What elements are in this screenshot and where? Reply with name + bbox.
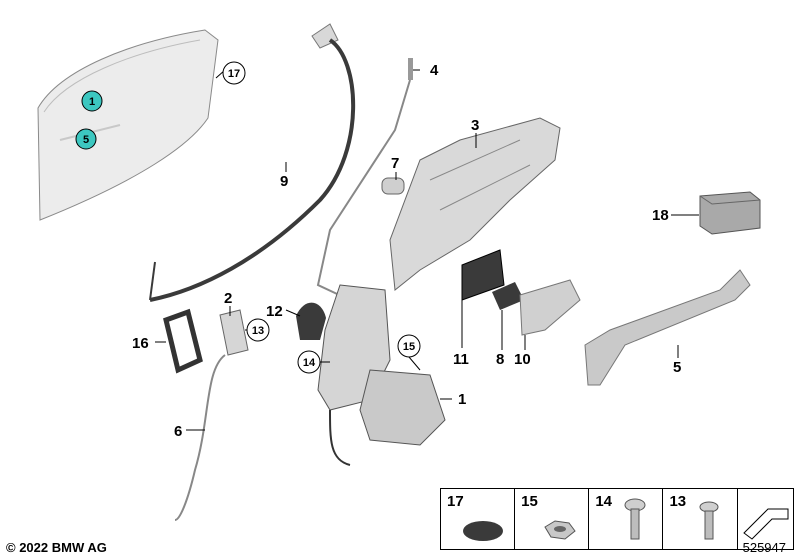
- part-4-rod: [316, 58, 413, 301]
- part-10-trim-cover: [519, 279, 581, 336]
- door-marker-1: [81, 90, 103, 112]
- part-5-door-handle: [584, 269, 751, 386]
- door-marker-5: [75, 128, 97, 150]
- image-number: 525947: [742, 540, 786, 555]
- part-2-bracket: [219, 309, 249, 356]
- door-panel: 1 5: [37, 29, 219, 221]
- callout-9: 9: [280, 173, 288, 190]
- callout-5: 5: [673, 359, 681, 376]
- part-8-cap: [492, 282, 524, 310]
- part-7-lock-cylinder: [381, 177, 405, 195]
- nut-icon: [544, 520, 576, 540]
- callout-13: 13: [252, 325, 264, 337]
- callout-1: 1: [458, 391, 466, 408]
- part-12-clip: [296, 302, 326, 340]
- callout-18: 18: [652, 207, 669, 224]
- legend-cell-15: 15: [515, 489, 590, 549]
- callout-3: 3: [471, 117, 479, 134]
- hardware-legend-strip: 17 15 14 13: [440, 488, 794, 550]
- legend-cell-14: 14: [589, 489, 664, 549]
- legend-label-14: 14: [595, 493, 612, 510]
- legend-label-13: 13: [669, 493, 687, 510]
- part-3-handle-carrier: [389, 117, 561, 291]
- arrow-corner-icon: [742, 508, 789, 540]
- callout-12: 12: [266, 303, 283, 320]
- plug-icon: [463, 521, 503, 541]
- screw-icon: [699, 501, 719, 540]
- callout-4: 4: [430, 62, 439, 79]
- callout-6: 6: [174, 423, 182, 440]
- door-marker-1-label: 1: [89, 96, 95, 108]
- part-9-cable: [149, 23, 356, 302]
- legend-cell-17: 17: [441, 489, 516, 549]
- torx-screw-icon: [624, 498, 646, 540]
- copyright-text: © 2022 BMW AG: [6, 540, 107, 555]
- callout-15: 15: [403, 341, 415, 353]
- legend-cell-13: 13: [663, 489, 738, 549]
- door-marker-5-label: 5: [83, 134, 89, 146]
- part-18-block: [699, 191, 761, 235]
- callout-10: 10: [514, 351, 531, 368]
- part-1-latch: [329, 369, 446, 466]
- legend-label-15: 15: [521, 493, 538, 510]
- callout-16: 16: [132, 335, 149, 352]
- callout-11: 11: [453, 351, 469, 368]
- part-16-seal: [163, 308, 203, 374]
- part-11-gasket: [461, 249, 505, 301]
- leader-lines: [155, 69, 699, 431]
- callout-17: 17: [228, 68, 240, 80]
- callout-14: 14: [303, 357, 316, 369]
- legend-cell-arrow: [738, 489, 793, 549]
- legend-label-17: 17: [447, 493, 464, 510]
- part-6-cable: [174, 354, 226, 521]
- callout-8: 8: [496, 351, 504, 368]
- callout-2: 2: [224, 290, 232, 307]
- callout-7: 7: [391, 155, 399, 172]
